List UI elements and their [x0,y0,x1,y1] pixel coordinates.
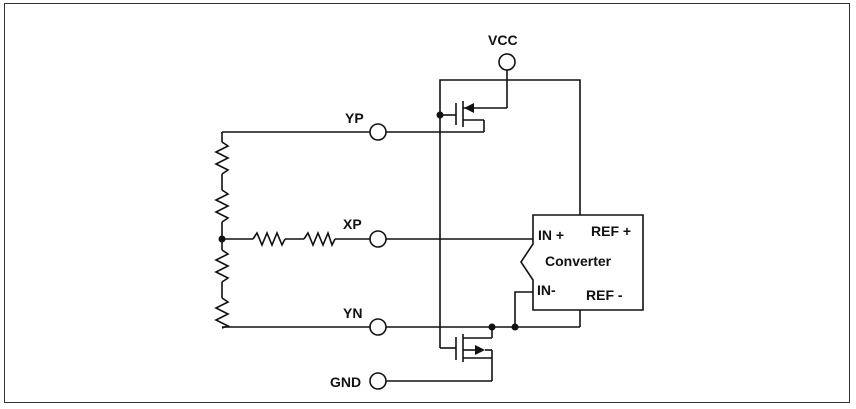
vcc-label: VCC [488,32,518,48]
converter-minus-wiring [514,291,581,327]
vcc-terminal [498,53,516,108]
gnd-label: GND [330,374,361,390]
yn-terminal [222,318,580,336]
yp-terminal [222,123,463,141]
converter-block [520,214,644,311]
converter-in-minus-label: IN- [537,282,556,298]
xp-resistor-path [222,230,370,248]
xp-terminal [369,230,533,248]
converter-name-label: Converter [545,253,612,269]
resistor-chain [214,132,231,329]
xp-label: XP [343,216,362,232]
converter-ref-minus-label: REF - [586,287,623,303]
vcc-rail [439,79,581,215]
nmos-transistor [440,327,493,381]
diagram-frame [4,3,850,403]
pmos-transistor [440,101,507,133]
gnd-terminal [369,372,492,390]
converter-ref-plus-label: REF + [591,223,631,239]
converter-in-plus-label: IN + [538,227,564,243]
yn-label: YN [343,305,362,321]
yp-label: YP [345,110,364,126]
